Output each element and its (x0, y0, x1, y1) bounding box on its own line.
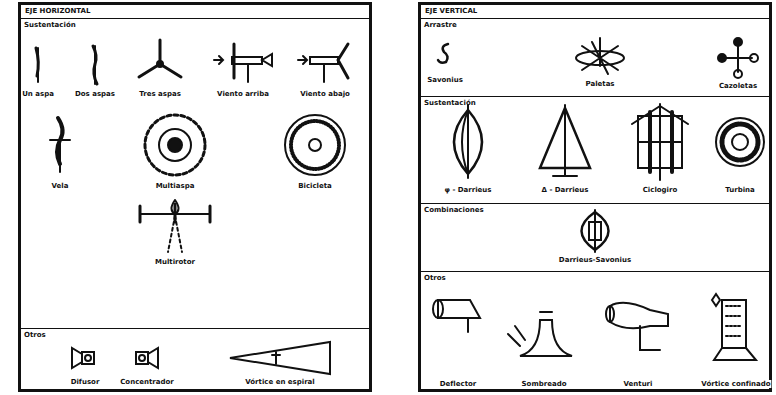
turbine-label: Paletas (584, 80, 615, 88)
band-heading: Sustentación (24, 21, 76, 29)
turbine-label: Darrieus-Savonius (558, 256, 632, 264)
category-band: Otros (421, 271, 769, 389)
turbine-label: Venturi (623, 380, 654, 388)
turbine-label: Multirotor (154, 258, 196, 266)
turbine-label: Multiaspa (155, 182, 196, 190)
turbine-label: Viento arriba (216, 90, 270, 98)
panel-title: EJE VERTICAL (425, 7, 477, 15)
turbine-label: Tres aspas (138, 90, 182, 98)
turbine-label: Cazoletas (718, 82, 758, 90)
turbine-label: Turbina (724, 186, 756, 194)
turbine-label: φ - Darrieus (444, 186, 493, 194)
turbine-label: Un aspa (21, 90, 55, 98)
band-heading: Sustentación (424, 99, 476, 107)
turbine-label: Ciclogiro (642, 186, 679, 194)
turbine-label: Vela (51, 182, 70, 190)
turbine-label: Dos aspas (74, 90, 116, 98)
turbine-label: Bicicleta (297, 182, 333, 190)
band-heading: Combinaciones (424, 206, 484, 214)
band-heading: Otros (424, 274, 446, 282)
band-heading: Arrastre (424, 21, 457, 29)
category-band: Sustentación (21, 18, 369, 328)
turbine-label: Deflector (439, 380, 478, 388)
turbine-label: Viento abajo (299, 90, 351, 98)
category-panel: EJE VERTICAL ArrastreSustentaciónCombinac… (418, 2, 772, 392)
turbine-label: Δ - Darrieus (541, 186, 590, 194)
turbine-label: Sombreado (521, 380, 568, 388)
band-heading: Otros (24, 331, 46, 339)
turbine-label: Vórtice en espiral (244, 378, 315, 386)
category-panel: EJE HORIZONTAL SustentaciónOtros (18, 2, 372, 392)
panel-title: EJE HORIZONTAL (25, 7, 90, 15)
turbine-label: Concentrador (119, 378, 175, 386)
turbine-label: Difusor (70, 378, 101, 386)
turbine-label: Vórtice confinado (700, 380, 771, 388)
turbine-label: Savonius (426, 76, 464, 84)
